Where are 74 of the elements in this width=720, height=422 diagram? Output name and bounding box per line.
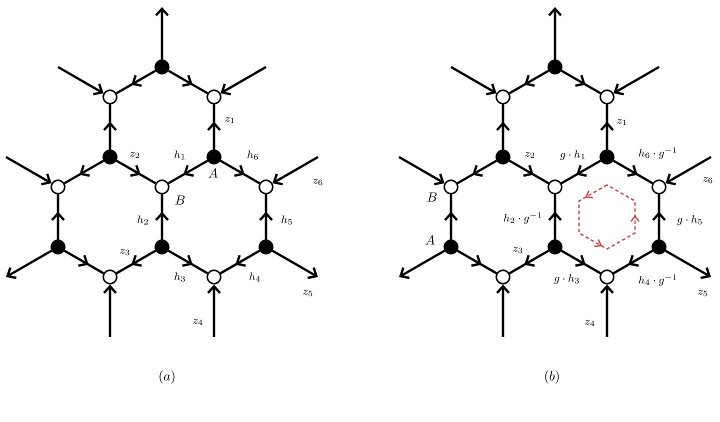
edge-label: $z_3$ [118, 248, 132, 256]
panel-label: $(b)$ [545, 370, 559, 384]
filled-vertex [154, 240, 170, 254]
vertex-label: $B$ [427, 192, 437, 202]
edge-label: $h_5$ [280, 214, 294, 226]
open-vertex [258, 180, 274, 194]
bond-arrow [220, 66, 267, 96]
filled-vertex [258, 240, 274, 254]
edge-label: $g\cdot h_3$ [552, 272, 582, 286]
bond-arrow [6, 250, 52, 280]
edge-label: $h_4$ [248, 271, 262, 283]
open-vertex [496, 90, 510, 104]
open-vertex [206, 270, 222, 284]
bond-arrow [272, 250, 318, 280]
bond-arrow [665, 156, 712, 186]
edge-label: $h_6\cdot g^{-1}$ [637, 146, 679, 160]
filled-vertex [206, 150, 222, 164]
open-vertex [600, 270, 614, 284]
bond-arrow [600, 284, 614, 337]
open-vertex [652, 180, 666, 194]
bond-arrow [155, 7, 169, 60]
open-vertex [50, 180, 66, 194]
edge-label: $g\cdot h_5$ [676, 214, 704, 226]
edge-label: $h_1$ [172, 149, 188, 161]
edge-label: $z_6$ [701, 176, 715, 184]
open-vertex [102, 270, 118, 284]
bond-arrow [613, 66, 660, 96]
bond-arrow [103, 284, 117, 337]
bond-arrow [207, 284, 221, 337]
bond-arrow [272, 156, 319, 186]
filled-vertex [444, 240, 458, 254]
edge-label: $z_2$ [523, 150, 537, 160]
edge-label: $g\cdot h_1$ [558, 148, 588, 162]
edge-label: $h_2\cdot g^{-1}$ [502, 211, 544, 225]
open-vertex [600, 90, 614, 104]
edge-label: $z_5$ [696, 288, 710, 298]
filled-vertex [154, 60, 170, 74]
edge-label: $z_2$ [128, 150, 142, 160]
filled-vertex [652, 240, 666, 254]
edge-label: $z_3$ [511, 246, 525, 254]
filled-vertex [496, 150, 510, 164]
open-vertex [444, 180, 458, 194]
edge-label: $z_1$ [223, 116, 237, 124]
edge-label: $z_6$ [311, 178, 325, 186]
bond-arrow [5, 156, 52, 186]
open-vertex [102, 90, 118, 104]
edge-label: $h_4\cdot g^{-1}$ [637, 273, 679, 287]
panel-label: $(a)$ [160, 370, 174, 384]
edge-label: $z_4$ [583, 318, 597, 328]
edge-label: $h_6$ [246, 149, 260, 161]
open-vertex [496, 270, 510, 284]
open-vertex [154, 180, 170, 194]
bond-arrow [57, 66, 104, 96]
edge-label: $z_4$ [191, 318, 205, 326]
filled-vertex [600, 150, 614, 164]
vertex-label: $A$ [425, 235, 435, 245]
bond-arrow [450, 66, 497, 96]
bond-arrow [496, 284, 510, 337]
open-vertex [206, 90, 222, 104]
filled-vertex [548, 60, 562, 74]
vertex-label: $B$ [175, 195, 185, 205]
bond-arrow [399, 250, 446, 280]
filled-vertex [102, 150, 118, 164]
open-vertex [548, 180, 562, 194]
bond-arrow [548, 7, 562, 60]
bond-arrow [398, 156, 445, 186]
filled-vertex [548, 240, 562, 254]
edge-label: $z_5$ [301, 288, 315, 298]
vertex-label: $A$ [208, 168, 218, 178]
edge-label: $h_2$ [136, 214, 150, 226]
edge-label: $h_3$ [172, 271, 188, 283]
filled-vertex [50, 240, 66, 254]
edge-label: $z_1$ [615, 118, 629, 126]
bond-arrow [664, 250, 711, 280]
